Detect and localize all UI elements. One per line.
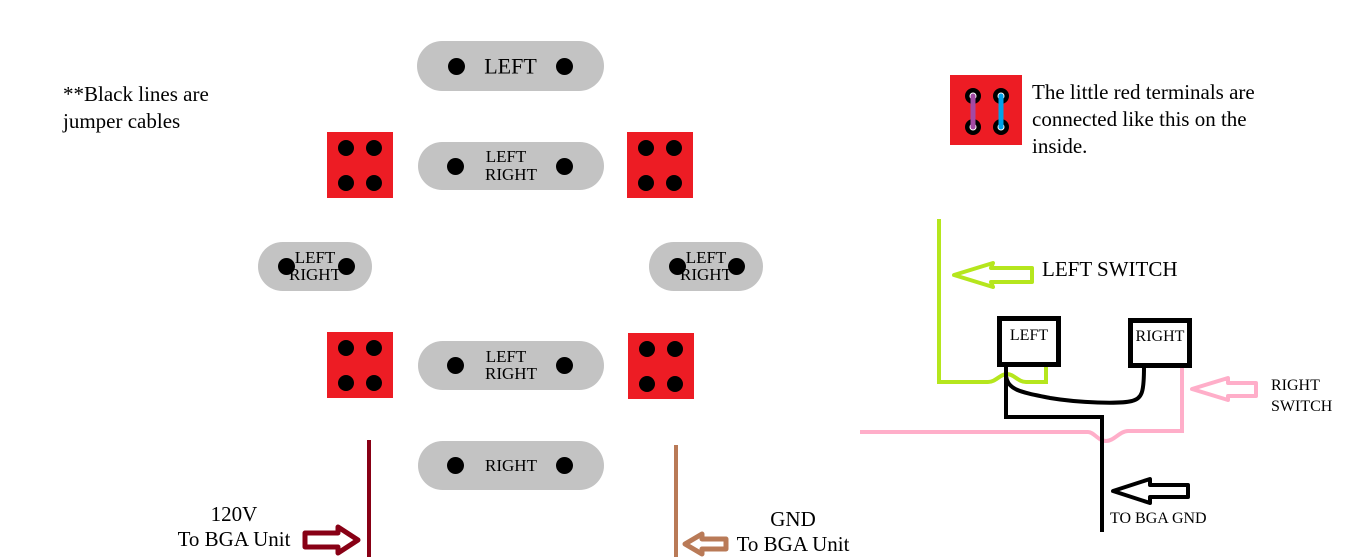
- terminal-hole: [338, 340, 354, 356]
- pill-line-right: RIGHT: [680, 265, 732, 285]
- contact-dot: [448, 57, 465, 75]
- pill-line-right: RIGHT: [485, 364, 537, 384]
- hot-label-voltage: 120V: [210, 502, 258, 526]
- contact-dot: [338, 258, 355, 275]
- contact-dot: [556, 57, 573, 75]
- terminal-hole: [338, 375, 354, 391]
- pill-bottom: RIGHT: [418, 441, 604, 490]
- terminal-hole: [639, 376, 655, 392]
- gnd-arrow-icon: [682, 531, 729, 557]
- pill-line-left: LEFT: [685, 247, 727, 267]
- right-switch-box: RIGHT: [1128, 318, 1192, 368]
- terminal-hole: [638, 175, 654, 191]
- hot-label: 120V To BGA Unit: [166, 502, 302, 552]
- terminal-hole: [667, 376, 683, 392]
- left-switch-label: LEFT SWITCH: [1042, 257, 1178, 281]
- pill-lower-middle: LEFT RIGHT: [418, 341, 604, 390]
- terminal-hole: [666, 140, 682, 156]
- to-bga-gnd-label: TO BGA GND: [1110, 510, 1207, 527]
- contact-dot: [278, 258, 295, 275]
- pill-label: LEFT RIGHT: [418, 347, 604, 384]
- right-switch-label-line2: SWITCH: [1271, 398, 1333, 415]
- terminal-lower-right: [628, 333, 694, 399]
- legend-terminal: [950, 75, 1022, 145]
- pill-label: LEFT RIGHT: [258, 247, 372, 285]
- terminal-upper-left: [327, 132, 393, 198]
- pill-line-right: RIGHT: [289, 265, 341, 285]
- pill-top: LEFT: [417, 41, 604, 91]
- left-switch-box: LEFT: [997, 316, 1061, 367]
- right-switch-arrow-icon: [1190, 376, 1258, 402]
- jumper-note: **Black lines are jumper cables: [63, 82, 209, 133]
- terminal-hole: [666, 175, 682, 191]
- gnd-label-destination: To BGA Unit: [736, 532, 850, 556]
- terminal-hole: [338, 140, 354, 156]
- contact-dot: [728, 258, 745, 275]
- terminal-upper-right: [627, 132, 693, 198]
- pill-label: LEFT RIGHT: [418, 148, 604, 184]
- gnd-arrow-black-icon: [1111, 477, 1190, 505]
- contact-dot: [447, 457, 464, 474]
- gnd-label-name: GND: [770, 507, 816, 531]
- pill-line-left: LEFT: [485, 346, 527, 366]
- gnd-label: GND To BGA Unit: [727, 507, 859, 557]
- left-right-jumper-wire: [1004, 366, 1146, 405]
- pill-line-left: LEFT: [485, 147, 527, 167]
- left-switch-arrow-icon: [952, 261, 1034, 289]
- right-switch-wire: [860, 368, 1184, 444]
- legend-text: The little red terminals are connected l…: [1032, 80, 1255, 158]
- right-switch-box-label: RIGHT: [1135, 328, 1185, 345]
- contact-dot: [556, 157, 573, 175]
- terminal-hole: [366, 140, 382, 156]
- terminal-hole: [366, 175, 382, 191]
- terminal-hole: [667, 341, 683, 357]
- ground-jumper-wire: [1004, 366, 1104, 532]
- terminal-hole: [639, 341, 655, 357]
- right-switch-label: RIGHT SWITCH: [1271, 375, 1332, 417]
- contact-dot: [556, 457, 573, 474]
- hot-arrow-icon: [302, 524, 361, 556]
- hot-label-destination: To BGA Unit: [177, 527, 291, 551]
- contact-dot: [447, 357, 464, 374]
- terminal-hole: [366, 340, 382, 356]
- pill-label: RIGHT: [485, 455, 537, 475]
- pill-left-side: LEFT RIGHT: [258, 242, 372, 291]
- contact-dot: [669, 258, 686, 275]
- contact-dot: [556, 357, 573, 374]
- pill-upper-middle: LEFT RIGHT: [418, 142, 604, 190]
- terminal-lower-left: [327, 332, 393, 398]
- terminal-hole: [338, 175, 354, 191]
- pill-line-right: RIGHT: [485, 165, 537, 184]
- pill-line-left: LEFT: [294, 247, 336, 267]
- contact-dot: [447, 157, 464, 175]
- terminal-hole: [638, 140, 654, 156]
- pill-right-side: LEFT RIGHT: [649, 242, 763, 291]
- left-switch-box-label: LEFT: [1009, 327, 1049, 344]
- pill-label: LEFT RIGHT: [649, 247, 763, 285]
- pill-label: LEFT: [484, 53, 537, 79]
- terminal-hole: [366, 375, 382, 391]
- right-switch-label-line1: RIGHT: [1271, 377, 1320, 394]
